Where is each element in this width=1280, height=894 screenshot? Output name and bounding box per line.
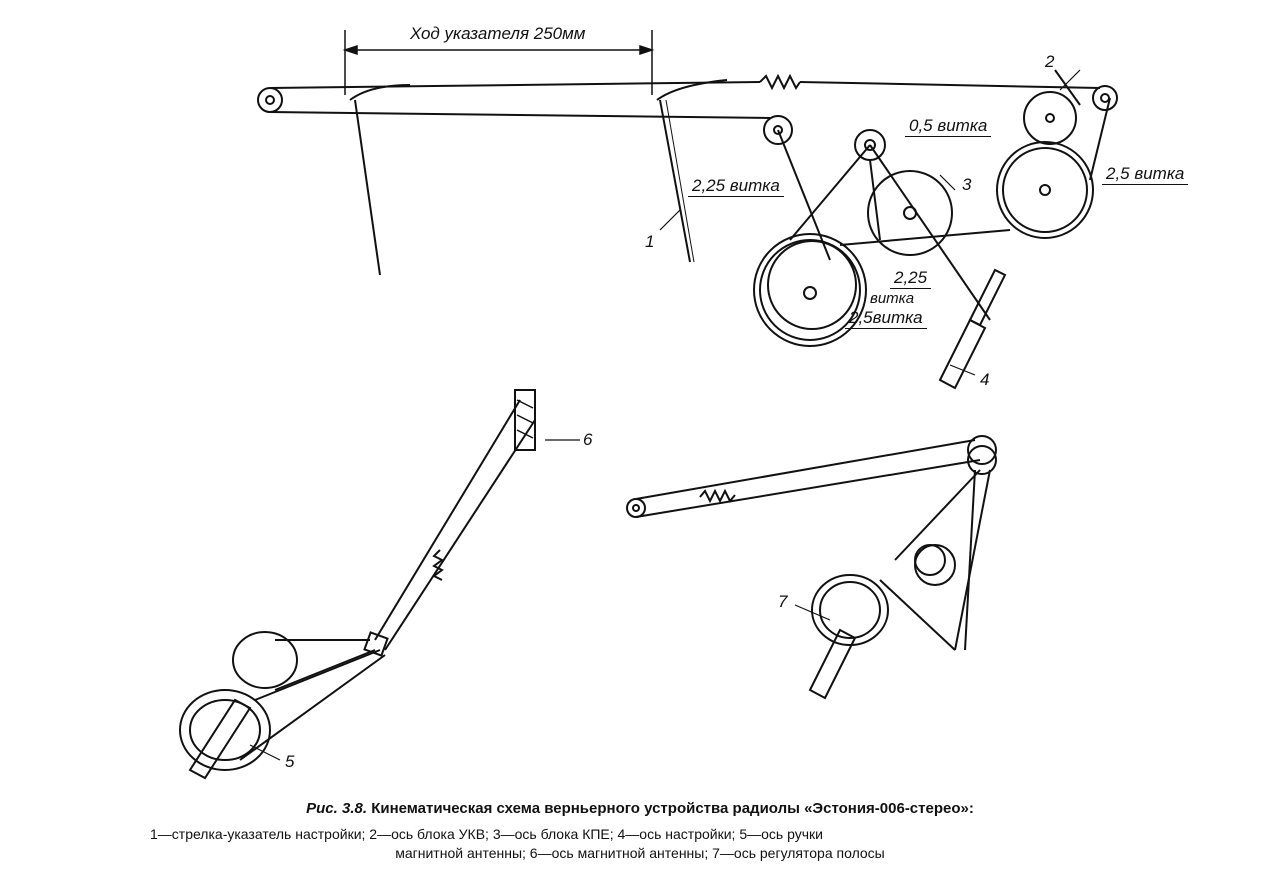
label-1: 1 [645,232,655,251]
turns-2.25-b-label: 2,25 [890,268,932,289]
magnetic-antenna-mechanism [179,389,536,780]
figure-number: Рис. 3.8. [306,800,368,817]
label-6: 6 [583,430,593,449]
caption-legend-line-1: 1—стрелка-указатель настройки; 2—ось бло… [150,826,823,842]
label-7: 7 [778,592,788,611]
drums [753,69,1111,390]
turns-0.5-label: 0,5 витка [905,116,992,137]
turns-2.25-b-unit: витка [870,290,915,307]
band-regulator-mechanism [626,435,997,700]
travel-label: Ход указателя 250мм [410,24,586,43]
label-5: 5 [285,752,295,771]
leader-lines [249,69,1081,761]
label-2: 2 [1045,52,1055,71]
caption-text: Кинематическая схема верньерного устройс… [371,800,974,817]
pointer-travel-dimension [342,30,655,95]
top-cable [257,73,1118,119]
caption-title: Рис. 3.8. Кинематическая схема верньерно… [0,800,1280,817]
label-3: 3 [962,175,972,194]
label-4: 4 [980,370,990,389]
pointer-needles [349,79,728,276]
turns-2.5-b-label: 2,5витка [845,308,927,329]
caption-legend-line-2: магнитной антенны; 6—ось магнитной антен… [395,845,885,861]
turns-2.5-label: 2,5 витка [1102,164,1189,185]
turns-2.25-label: 2,25 витка [688,176,784,197]
